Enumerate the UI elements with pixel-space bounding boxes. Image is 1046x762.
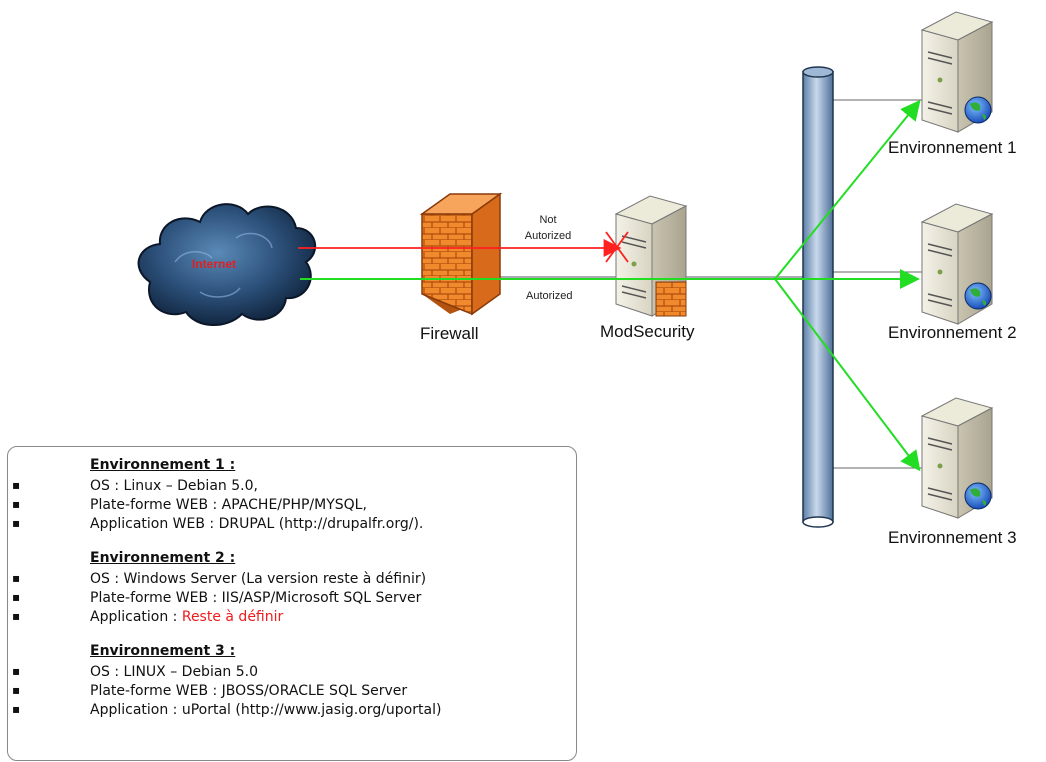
environments-info-box: Environnement 1 : ▪ OS : Linux – Debian …	[7, 446, 577, 761]
bullet-icon: ▪	[12, 590, 21, 604]
item-text: Application WEB : DRUPAL (http://drupalf…	[90, 516, 424, 532]
network-bus	[802, 66, 834, 528]
item-text: Application : Reste à définir	[90, 609, 283, 625]
bullet-icon: ▪	[12, 571, 21, 585]
bus-connectors	[497, 99, 930, 469]
environment-1-title: Environnement 1 :	[90, 457, 236, 473]
item-text: OS : Windows Server (La version reste à …	[90, 571, 427, 587]
pending-status-text: Reste à définir	[181, 609, 284, 625]
bullet-icon: ▪	[12, 516, 21, 530]
item-text: Plate-forme WEB : IIS/ASP/Microsoft SQL …	[90, 590, 422, 606]
item-text: Application : uPortal (http://www.jasig.…	[90, 702, 442, 718]
bullet-icon: ▪	[12, 664, 21, 678]
item-prefix: Application :	[90, 609, 182, 625]
list-item: ▪ Application WEB : DRUPAL (http://drupa…	[8, 516, 576, 535]
environment-2-title: Environnement 2 :	[90, 550, 236, 566]
item-text: Plate-forme WEB : JBOSS/ORACLE SQL Serve…	[90, 683, 408, 699]
firewall-label: Firewall	[420, 324, 479, 343]
server-2-label: Environnement 2	[888, 323, 1017, 342]
server-1-icon	[920, 11, 994, 133]
list-item: ▪ Application : uPortal (http://www.jasi…	[8, 702, 576, 721]
not-authorized-line2: Autorized	[524, 230, 572, 242]
not-authorized-label: Not Autorized	[520, 212, 576, 244]
list-item: ▪ Plate-forme WEB : JBOSS/ORACLE SQL Ser…	[8, 683, 576, 702]
server-3-icon	[920, 397, 994, 519]
not-authorized-line1: Not	[539, 214, 557, 226]
denied-traffic-arrow	[298, 231, 629, 263]
authorized-label: Autorized	[526, 290, 573, 302]
internet-label: Internet	[192, 257, 237, 271]
bullet-icon: ▪	[12, 702, 21, 716]
bullet-icon: ▪	[12, 683, 21, 697]
server-1-label: Environnement 1	[888, 138, 1017, 157]
modsecurity-label: ModSecurity	[600, 322, 695, 341]
item-text: OS : LINUX – Debian 5.0	[90, 664, 258, 680]
list-item: ▪ OS : Linux – Debian 5.0,	[8, 478, 576, 497]
item-text: OS : Linux – Debian 5.0,	[90, 478, 258, 494]
internet-cloud-icon	[137, 203, 317, 327]
list-item: ▪ Plate-forme WEB : IIS/ASP/Microsoft SQ…	[8, 590, 576, 609]
list-item: ▪ Plate-forme WEB : APACHE/PHP/MYSQL,	[8, 497, 576, 516]
environment-3-title: Environnement 3 :	[90, 643, 236, 659]
firewall-icon	[419, 192, 503, 316]
allowed-traffic-arrows	[300, 99, 921, 472]
modsecurity-server-icon	[614, 195, 688, 317]
server-2-icon	[920, 203, 994, 325]
item-text: Plate-forme WEB : APACHE/PHP/MYSQL,	[90, 497, 367, 513]
list-item: ▪ Application : Reste à définir	[8, 609, 576, 628]
bullet-icon: ▪	[12, 609, 21, 623]
server-3-label: Environnement 3	[888, 528, 1017, 547]
bullet-icon: ▪	[12, 497, 21, 511]
list-item: ▪ OS : LINUX – Debian 5.0	[8, 664, 576, 683]
list-item: ▪ OS : Windows Server (La version reste …	[8, 571, 576, 590]
bullet-icon: ▪	[12, 478, 21, 492]
